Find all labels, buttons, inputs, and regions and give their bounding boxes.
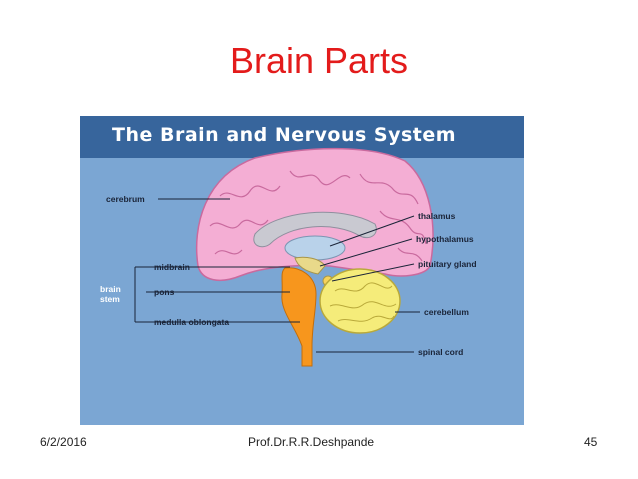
footer-page-number: 45	[584, 435, 598, 449]
brain-illustration	[134, 147, 434, 367]
diagram-heading: The Brain and Nervous System	[112, 124, 457, 146]
hypothalamus-shape	[294, 256, 326, 275]
footer-author: Prof.Dr.R.R.Deshpande	[248, 435, 375, 449]
footer-date: 6/2/2016	[40, 435, 87, 449]
label-cerebellum: cerebellum	[424, 307, 469, 317]
leader-lines	[134, 198, 420, 353]
label-hypothalamus: hypothalamus	[416, 234, 474, 244]
label-medulla-oblongata: medulla oblongata	[154, 317, 230, 327]
label-pons: pons	[154, 287, 175, 297]
thalamus-shape	[284, 235, 346, 261]
label-thalamus: thalamus	[418, 211, 456, 221]
label-spinal-cord: spinal cord	[418, 347, 464, 357]
slide-title: Brain Parts	[229, 40, 409, 81]
cerebellum-folds	[329, 282, 397, 322]
brain-stem-shape	[281, 267, 317, 367]
cerebrum-folds	[209, 170, 427, 262]
label-brain-stem-line1: brain	[100, 284, 121, 294]
brain-diagram: The Brain and Nervous System	[80, 116, 524, 425]
label-brain-stem-line2: stem	[100, 294, 120, 304]
label-cerebrum: cerebrum	[106, 194, 145, 204]
label-pituitary-gland: pituitary gland	[418, 259, 477, 269]
corpus-callosum	[253, 211, 377, 248]
cerebellum-shape	[319, 268, 401, 334]
label-midbrain: midbrain	[154, 262, 190, 272]
